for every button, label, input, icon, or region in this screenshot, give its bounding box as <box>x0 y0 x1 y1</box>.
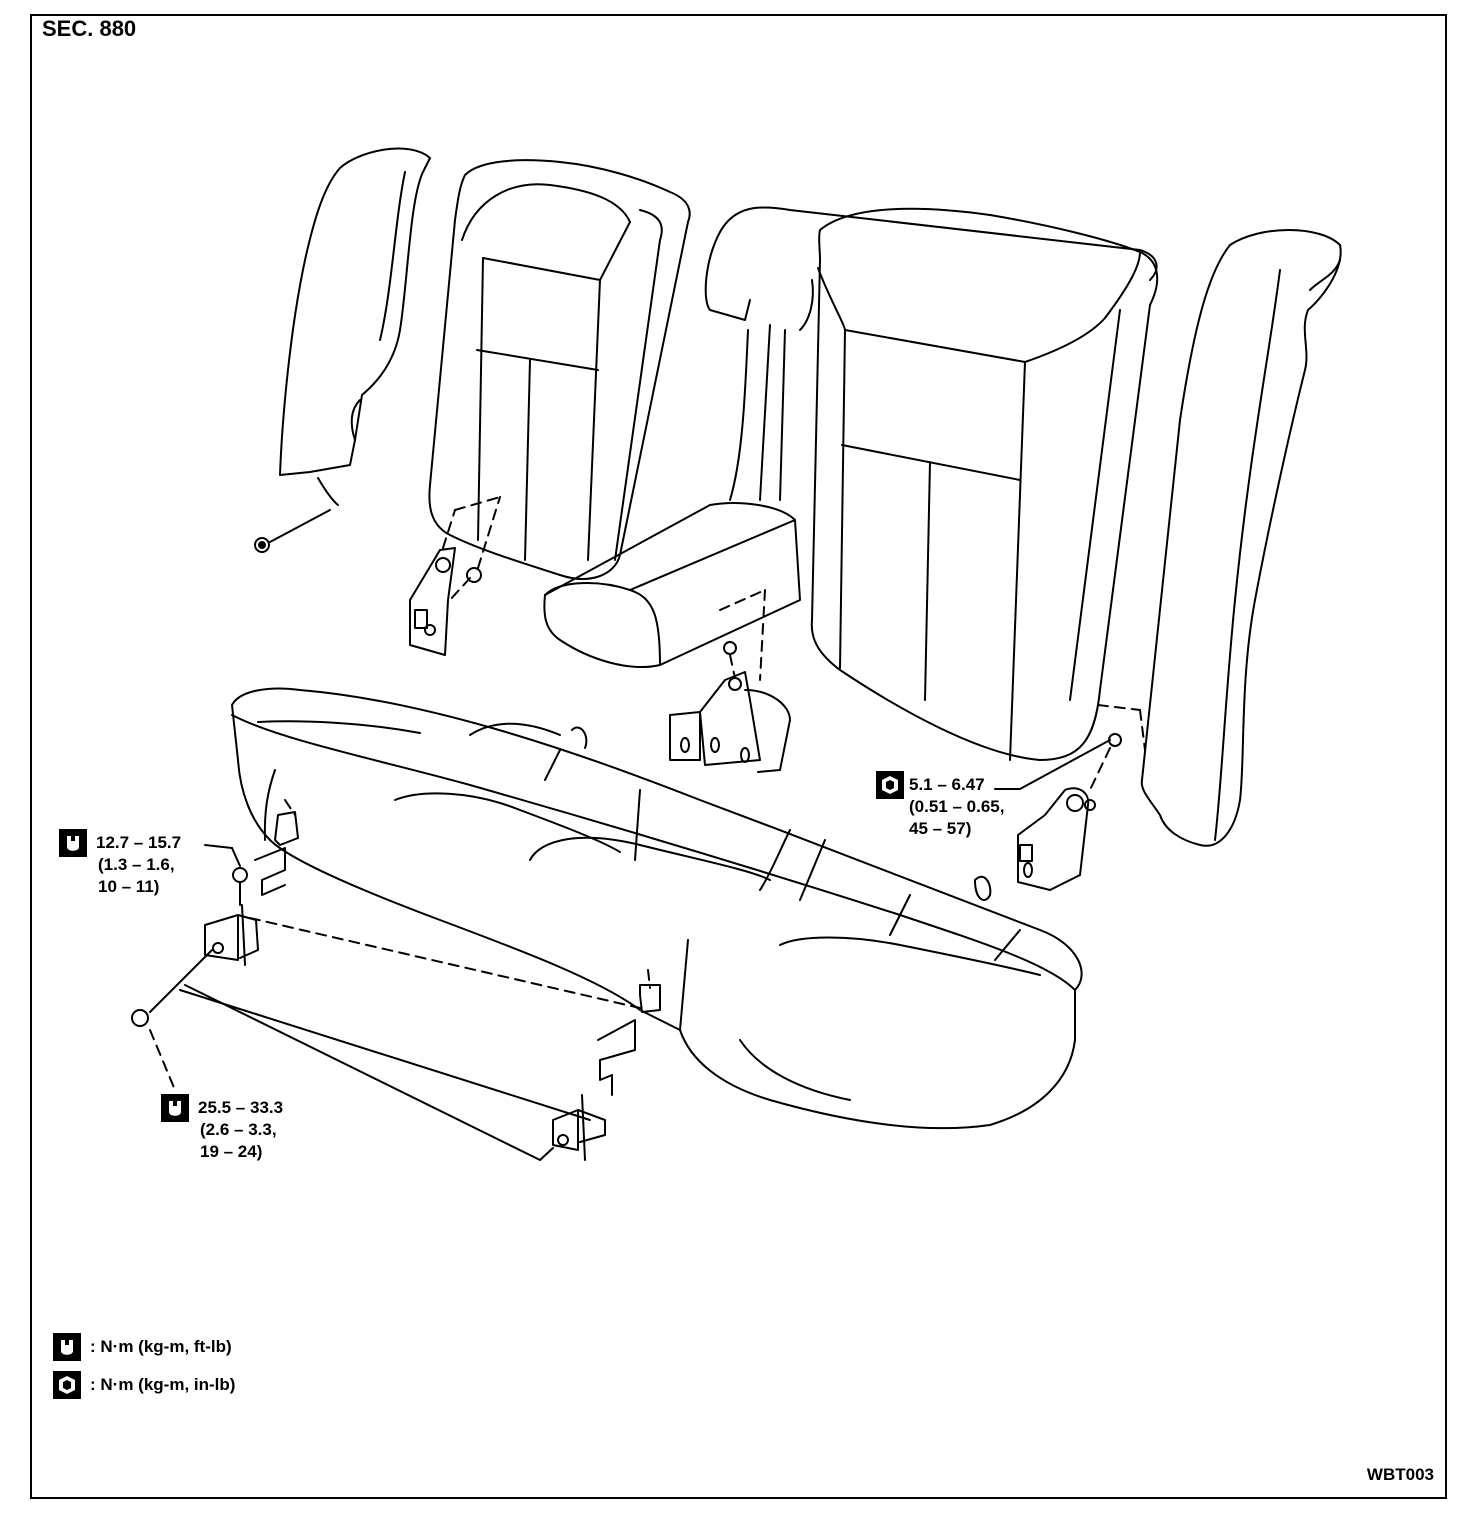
torque-upper-line2: (1.3 – 1.6, <box>98 855 175 874</box>
torque-lower-line1: 25.5 – 33.3 <box>198 1098 284 1117</box>
armrest <box>543 502 801 668</box>
wrench-icon <box>58 828 88 858</box>
left-side-bolster <box>279 147 431 506</box>
torque-upper-line3: 10 – 11) <box>98 877 160 896</box>
left-seatback <box>428 159 691 580</box>
right-side-bolster <box>1140 229 1342 847</box>
torque-leader-lines <box>204 739 1111 867</box>
cushion-bracket-left <box>131 799 299 1027</box>
legend-row-ft-lb: : N·m (kg-m, ft-lb) <box>52 1332 232 1362</box>
torque-lower-line2: (2.6 – 3.3, <box>200 1120 277 1139</box>
figure-code: WBT003 <box>1366 1465 1434 1484</box>
center-hinge-bracket <box>669 589 791 773</box>
center-seatback-frame <box>704 206 1158 501</box>
right-seatback <box>810 207 1159 761</box>
left-bolster-bolt <box>254 509 331 553</box>
torque-callout-upper: 12.7 – 15.7 (1.3 – 1.6, 10 – 11) <box>58 829 182 898</box>
torque-callout-bracket-nut: 5.1 – 6.47 (0.51 – 0.65, 45 – 57) <box>875 771 1005 840</box>
torque-nut-line2: (0.51 – 0.65, <box>909 797 1005 816</box>
torque-nut-line3: 45 – 57) <box>909 819 972 838</box>
left-hinge-bracket <box>409 496 501 656</box>
legend-row-in-lb: : N·m (kg-m, in-lb) <box>52 1370 235 1400</box>
wrench-icon <box>52 1332 82 1362</box>
legend-text-ft-lb: : N·m (kg-m, ft-lb) <box>90 1337 232 1356</box>
nut-wrench-icon <box>875 770 905 800</box>
diagram-frame <box>30 14 1447 1499</box>
right-hinge-bracket <box>1017 704 1146 891</box>
cushion-alignment-lines <box>149 917 641 1161</box>
torque-lower-line3: 19 – 24) <box>200 1142 263 1161</box>
wrench-icon <box>160 1093 190 1123</box>
torque-nut-line1: 5.1 – 6.47 <box>909 775 985 794</box>
seat-cushion <box>231 687 1083 1130</box>
legend-text-in-lb: : N·m (kg-m, in-lb) <box>90 1375 236 1394</box>
torque-upper-line1: 12.7 – 15.7 <box>96 833 182 852</box>
nut-wrench-icon <box>52 1370 82 1400</box>
torque-callout-lower: 25.5 – 33.3 (2.6 – 3.3, 19 – 24) <box>160 1094 284 1163</box>
section-label: SEC. 880 <box>42 16 137 41</box>
